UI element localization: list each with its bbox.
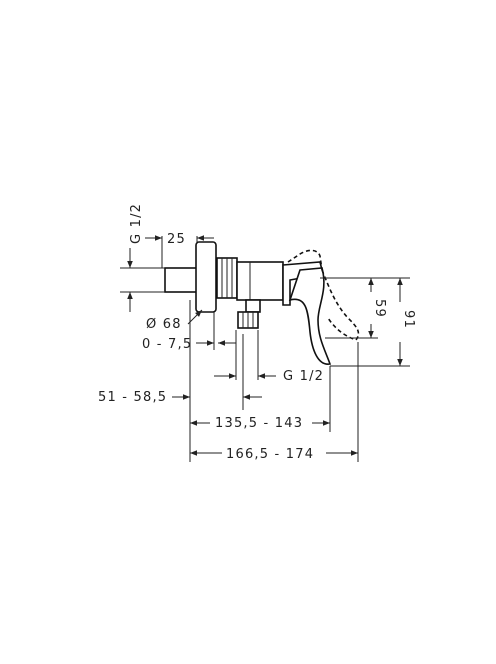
- outlet-stub: [245, 299, 261, 313]
- label-g12-outlet: G 1/2: [283, 369, 324, 384]
- label-91: 91: [401, 310, 416, 329]
- dim-diameter-leader: [187, 309, 203, 325]
- mixer-body: [164, 241, 360, 365]
- label-diameter: Ø 68: [146, 317, 182, 332]
- wall-flange: [195, 241, 217, 313]
- dimension-lines: [120, 235, 410, 462]
- label-59: 59: [372, 299, 387, 318]
- label-wall-distance: 51 - 58,5: [98, 390, 167, 405]
- label-25: 25: [167, 232, 186, 247]
- lever-open-dashed: [287, 249, 323, 271]
- main-body: [236, 261, 284, 301]
- label-depth-mid: 135,5 - 143: [215, 416, 303, 431]
- label-depth-total: 166,5 - 174: [226, 447, 314, 462]
- lever-handle: [288, 267, 332, 365]
- inlet-pipe: [164, 267, 198, 293]
- label-offset: 0 - 7,5: [142, 337, 192, 352]
- lever-swing-dashed: [321, 269, 360, 341]
- label-g12-inlet: G 1/2: [129, 203, 144, 244]
- dimension-labels: G 1/2 25 Ø 68 0 - 7,5 G 1/2 51 - 58,5 13…: [98, 203, 416, 462]
